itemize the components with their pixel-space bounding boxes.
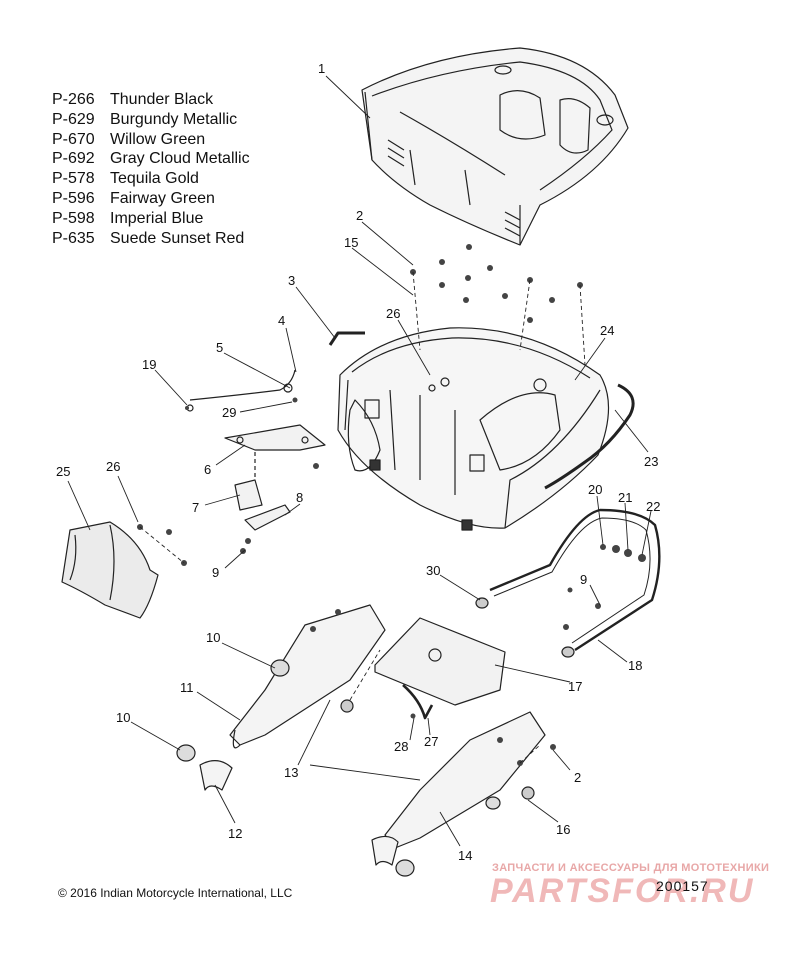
callout-20: 20 (588, 482, 602, 497)
callout-2: 2 (574, 770, 581, 785)
latch (244, 504, 291, 531)
callout-27: 27 (424, 734, 438, 749)
bushing (485, 796, 501, 810)
right-bracket (384, 711, 546, 849)
leader-lines (67, 75, 652, 847)
legend-row: P-692 Gray Cloud Metallic (52, 149, 250, 169)
callout-9: 9 (580, 572, 587, 587)
callout-30: 30 (426, 563, 440, 578)
callout-18: 18 (628, 658, 642, 673)
paint-name: Imperial Blue (110, 209, 204, 227)
cable-spring (283, 383, 293, 393)
callout-17: 17 (568, 679, 582, 694)
bushing (176, 744, 196, 762)
isolator (340, 699, 354, 713)
latch-plate (234, 479, 263, 511)
callout-29: 29 (222, 405, 236, 420)
callout-9: 9 (212, 565, 219, 580)
callout-11: 11 (180, 680, 194, 695)
paint-code: P-266 (52, 91, 95, 108)
callout-22: 22 (646, 499, 660, 514)
callout-1: 1 (318, 61, 325, 76)
callout-labels: 1 2 15 3 4 5 19 29 6 7 8 9 26 25 26 24 2… (56, 61, 660, 863)
document-id: 200157 (656, 878, 709, 894)
callout-10: 10 (206, 630, 220, 645)
callout-16: 16 (556, 822, 570, 837)
legend-row: P-596 Fairway Green (52, 189, 250, 209)
callout-28: 28 (394, 739, 408, 754)
callout-5: 5 (216, 340, 223, 355)
watermark-tagline: ЗАПЧАСТИ И АКСЕССУАРЫ ДЛЯ МОТОТЕХНИКИ (492, 862, 770, 874)
paint-code: P-629 (52, 110, 95, 128)
callout-13: 13 (284, 765, 298, 780)
paint-name: Gray Cloud Metallic (110, 150, 250, 168)
watermark-logo: PARTSFOR.RU (490, 872, 755, 910)
mount-plate (374, 617, 506, 706)
callout-15: 15 (344, 235, 358, 250)
end-cap (561, 646, 575, 658)
paint-code: P-670 (52, 130, 95, 148)
legend-row: P-598 Imperial Blue (52, 209, 250, 229)
legend-row: P-629 Burgundy Metallic (52, 110, 250, 130)
callout-10: 10 (116, 710, 130, 725)
alignment-lines (139, 271, 586, 764)
callout-25: 25 (56, 464, 70, 479)
callout-24: 24 (600, 323, 614, 338)
copyright-notice: © 2016 Indian Motorcycle International, … (58, 886, 293, 900)
trim-strip (544, 383, 635, 490)
callout-26: 26 (106, 459, 120, 474)
seal-strip (328, 331, 365, 346)
left-bracket (229, 604, 386, 746)
paint-code: P-692 (52, 150, 95, 168)
paint-name: Willow Green (110, 130, 206, 148)
clip-left (199, 760, 233, 791)
callout-19: 19 (142, 357, 156, 372)
callout-6: 6 (204, 462, 211, 477)
clip-right (371, 835, 399, 866)
paint-code-legend: P-266 Thunder Black P-629 Burgundy Metalli… (52, 90, 250, 248)
harness (402, 684, 434, 720)
isolator (521, 786, 535, 800)
trunk-base (337, 327, 610, 531)
legend-row: P-266 Thunder Black (52, 90, 250, 110)
paint-name: Burgundy Metallic (110, 110, 238, 128)
paint-code: P-635 (52, 229, 95, 247)
bushing (270, 659, 290, 677)
rack-rail (489, 508, 661, 652)
end-cap (475, 597, 489, 609)
trunk-pad (61, 521, 159, 619)
callout-2: 2 (356, 208, 363, 223)
legend-row: P-635 Suede Sunset Red (52, 229, 250, 249)
callout-14: 14 (458, 848, 472, 863)
callout-12: 12 (228, 826, 242, 841)
callout-3: 3 (288, 273, 295, 288)
legend-row: P-670 Willow Green (52, 130, 250, 150)
callout-7: 7 (192, 500, 199, 515)
callout-4: 4 (278, 313, 285, 328)
paint-name: Suede Sunset Red (110, 229, 245, 247)
latch-cable (189, 369, 296, 401)
paint-name: Thunder Black (110, 91, 214, 108)
bushing (395, 859, 415, 877)
callout-23: 23 (644, 454, 658, 469)
paint-code: P-578 (52, 170, 95, 188)
trunk-lid (361, 47, 629, 246)
callout-21: 21 (618, 490, 632, 505)
paint-name: Tequila Gold (110, 170, 199, 188)
callout-26: 26 (386, 306, 400, 321)
hinge-bracket (224, 424, 326, 451)
paint-name: Fairway Green (110, 189, 215, 207)
legend-row: P-578 Tequila Gold (52, 169, 250, 189)
paint-code: P-596 (52, 189, 95, 207)
paint-code: P-598 (52, 209, 95, 227)
callout-8: 8 (296, 490, 303, 505)
